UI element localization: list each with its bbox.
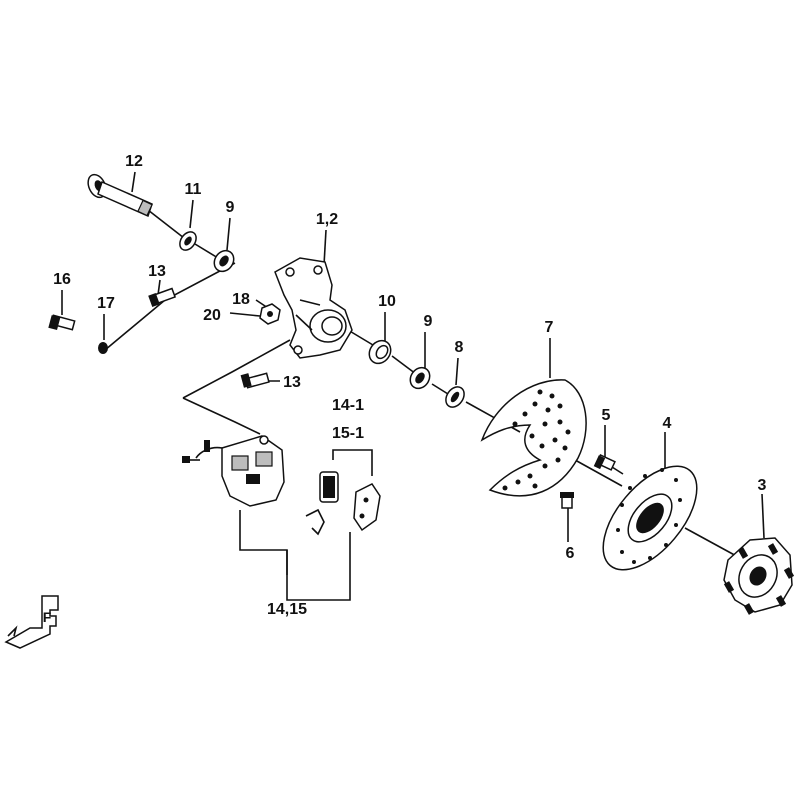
bolt-6	[560, 492, 574, 509]
callout-8: 8	[455, 339, 464, 356]
washer-11	[179, 231, 197, 251]
callout-13-upper: 13	[148, 263, 166, 280]
bearing-9-lower	[409, 366, 431, 390]
callout-16: 16	[53, 271, 71, 288]
brake-pads-14-1-15-1	[305, 471, 381, 536]
steering-knuckle-1-2	[274, 257, 353, 359]
disc-guard-7	[480, 379, 587, 497]
callout-11: 11	[185, 181, 202, 198]
nut-17	[98, 342, 108, 354]
callout-3: 3	[758, 477, 767, 494]
callout-18: 18	[232, 291, 250, 308]
callout-6: 6	[566, 545, 575, 562]
callout-14-15: 14,15	[267, 601, 307, 618]
brake-disc-4	[602, 465, 698, 571]
front-direction-arrow-icon	[4, 595, 59, 649]
seal-8	[445, 386, 465, 408]
callout-labels: 12 11 9 1,2 13 16 17 18 20 10 9 8 7 13 1…	[53, 153, 766, 618]
callout-9-upper: 9	[226, 199, 235, 216]
bolt-5	[593, 453, 616, 471]
callout-20: 20	[203, 307, 221, 324]
brake-caliper-14-15	[182, 435, 285, 507]
callout-17: 17	[97, 295, 115, 312]
callout-10: 10	[378, 293, 396, 310]
bolt-16	[48, 314, 76, 331]
callout-15-1: 15-1	[332, 425, 364, 442]
callout-4: 4	[663, 415, 672, 432]
callout-9-lower: 9	[424, 313, 433, 330]
callout-5: 5	[602, 407, 611, 424]
bolt-shaft-12	[87, 173, 153, 218]
callout-12: 12	[125, 153, 143, 170]
bolt-13-upper	[148, 287, 177, 308]
wheel-hub-3	[723, 537, 795, 615]
callout-7: 7	[545, 319, 554, 336]
callout-14-1: 14-1	[332, 397, 364, 414]
bolt-13-lower	[240, 372, 270, 389]
spacer-10	[368, 339, 392, 365]
callout-13-lower: 13	[283, 374, 301, 391]
bearing-9-upper	[213, 249, 235, 273]
nut-18	[259, 303, 281, 325]
front-indicator-letter: F	[43, 609, 52, 625]
callout-1-2: 1,2	[316, 211, 338, 228]
